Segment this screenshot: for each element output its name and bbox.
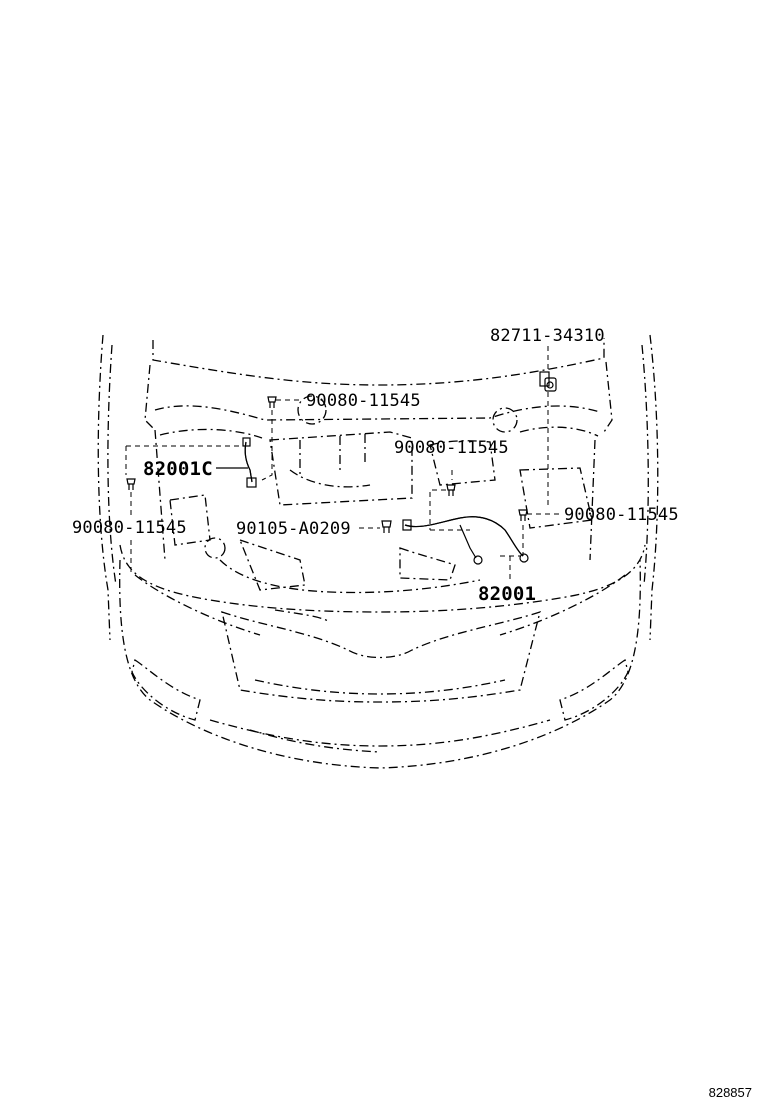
bolt-icon bbox=[126, 478, 136, 490]
harness-82001 bbox=[402, 516, 529, 565]
part-label-90080-11545-top: 90080-11545 bbox=[306, 391, 421, 411]
bolt-icons bbox=[126, 396, 528, 533]
part-label-82711-34310: 82711-34310 bbox=[490, 326, 605, 346]
connector-82711 bbox=[539, 371, 557, 392]
part-label-90105-a0209: 90105-A0209 bbox=[236, 519, 351, 539]
harness-82001c bbox=[242, 437, 257, 488]
bolt-icon bbox=[267, 396, 277, 408]
vehicle-outline bbox=[97, 334, 659, 769]
part-label-82001: 82001 bbox=[478, 583, 536, 605]
part-label-82001c: 82001C bbox=[143, 458, 213, 480]
bolt-icon bbox=[381, 520, 392, 533]
figure-number: 828857 bbox=[708, 1085, 752, 1100]
part-label-90080-11545-center: 90080-11545 bbox=[394, 438, 509, 458]
leader-lines bbox=[125, 346, 560, 582]
bolt-icon bbox=[518, 509, 528, 521]
engine-components bbox=[154, 395, 596, 594]
part-label-90080-11545-right: 90080-11545 bbox=[564, 505, 679, 525]
part-label-90080-11545-left: 90080-11545 bbox=[72, 518, 187, 538]
